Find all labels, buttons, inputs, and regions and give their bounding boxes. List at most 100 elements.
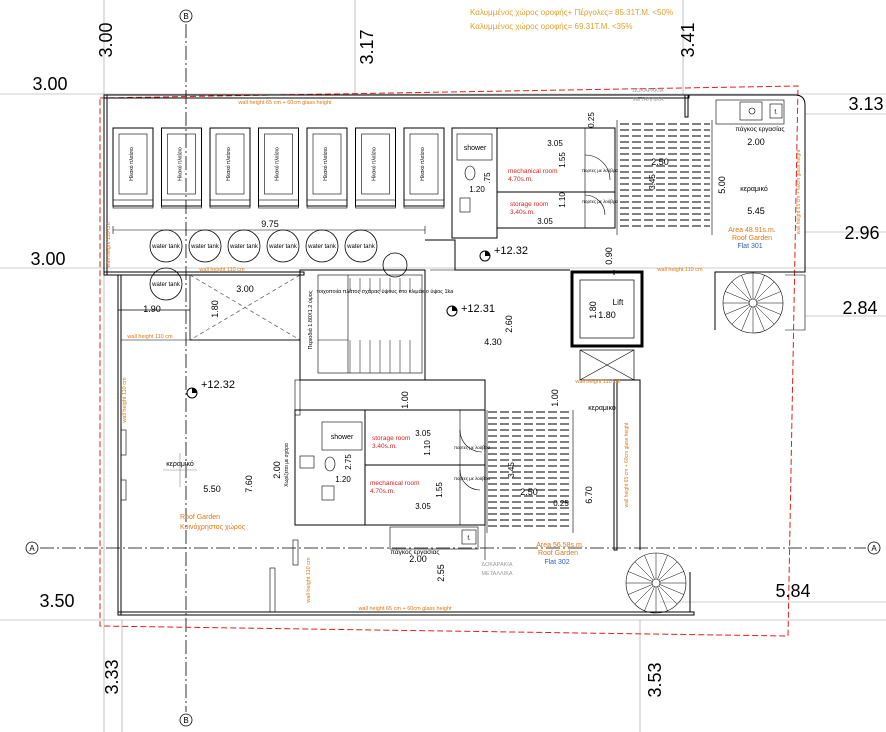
mech-lower-area: 4.70s.m.: [370, 488, 395, 495]
pergola-upper-flat: Flat 301: [737, 243, 762, 250]
pergola-lower-flat: Flat 302: [544, 559, 569, 566]
dim-top-mid: 3.17: [357, 29, 377, 64]
water-tank: water tank: [149, 229, 183, 263]
wc-lower-dim-2-75: 2.75: [344, 454, 353, 470]
pergola-upper-roof-garden: Roof Garden: [732, 235, 772, 242]
dim-1-80-pergola: 1.80: [210, 300, 220, 318]
lower-left-dim-2-00: 2.00: [272, 461, 282, 479]
wall-height-110-upper: wall height 110 cm: [198, 267, 245, 273]
spiral-tread: [731, 305, 751, 325]
spiral-tread: [628, 571, 653, 582]
spiral-tread: [754, 306, 765, 331]
water-tank: water tank: [266, 229, 300, 263]
pergola-lower-ceramic: κεραμικό: [588, 404, 616, 412]
legend-line-1: Καλυμμένος χώρος οροφής+ Πέργολες= 85.31…: [470, 8, 674, 17]
spiral-tread: [634, 585, 654, 605]
spiral-tread: [658, 585, 678, 605]
mech-upper-dim-3-05-top: 3.05: [547, 139, 563, 148]
solar-panel-label: Ηλιακό πλαίσιο: [322, 147, 329, 181]
water-tank-label: water tank: [346, 244, 376, 250]
pergola-lower-slats: [486, 410, 574, 533]
pergola-lower-roof-garden: Roof Garden: [538, 550, 578, 557]
solar-panel: Ηλιακό πλαίσιο: [161, 127, 202, 209]
mech-lower-dim-1-10: 1.10: [423, 440, 432, 456]
legend: Καλυμμένος χώρος οροφής+ Πέργολες= 85.31…: [470, 6, 673, 34]
pergola-upper-wall-height: wall height 65 cm + 60cm glass height: [796, 149, 802, 234]
solar-panel-label: Ηλιακό πλαίσιο: [274, 147, 281, 181]
wall-height-core: wall height 110 cm: [656, 267, 703, 273]
pergola-lower-area: Area 56.58s.m.: [536, 542, 584, 549]
spiral-tread: [628, 584, 653, 595]
pergola-lower-sink: f.: [467, 536, 471, 542]
pergola-upper-ceramic: κεραμικό: [740, 185, 768, 193]
property-boundary: [99, 85, 799, 637]
outer-walls: [103, 94, 806, 616]
solar-panel: Ηλιακό πλαίσιο: [403, 127, 445, 209]
water-tank: water tank: [305, 229, 339, 263]
lower-left-garden: [120, 339, 301, 613]
solar-panels: Ηλιακό πλαίσιο Ηλιακό πλαίσιο Ηλιακό πλαίσ…: [112, 127, 445, 209]
dim-bottom-mid: 3.53: [645, 662, 665, 697]
lower-left-dim-7-60: 7.60: [244, 475, 254, 493]
dim-1-90: 1.90: [143, 304, 161, 314]
roof-drain-icon: [382, 252, 408, 278]
pergola-upper-area: Area 48.91s.m.: [728, 227, 776, 234]
pergola-upper-dim-2-00: 2.00: [747, 137, 765, 147]
dim-3-00-pergola: 3.00: [236, 284, 254, 294]
level-mark-b: [446, 305, 458, 317]
dim-4-30: 4.30: [484, 337, 502, 347]
pergola-upper-frame: [715, 99, 785, 125]
storage-lower-area: 3.40s.m.: [372, 443, 397, 450]
level-mark-a: [479, 250, 491, 262]
water-tank-label: water tank: [190, 244, 220, 250]
water-tank: water tank: [149, 267, 183, 301]
pergola-upper-slats: [616, 120, 713, 235]
pergola-lower-dim-2-55: 2.55: [436, 564, 446, 582]
spiral-tread: [657, 555, 668, 580]
lift-shaft: [570, 270, 644, 381]
dim-0-90: 0.90: [604, 247, 614, 265]
mech-upper-door-b: πορτες με λούβρα: [582, 198, 618, 204]
pergola-lower-washing: πάγκος εργασίας: [390, 548, 439, 556]
stair-treads: [349, 278, 411, 373]
wall-height-top: wall height 65 cm + 60cm glass height: [237, 100, 332, 106]
pergola-lower-dim-2-00: 2.00: [409, 554, 427, 564]
lower-left-ceramic: κεραμικό: [166, 460, 194, 468]
pergola-upper-washing: πάγκος εργασίας: [735, 125, 784, 133]
spiral-tread: [725, 304, 750, 315]
mech-lower-door-a: πορτες με λούβρα: [454, 444, 490, 450]
solar-panel-label: Ηλιακό πλαίσιο: [225, 147, 232, 181]
wc-lower-shower: shower: [331, 434, 354, 441]
spiral-tread: [659, 571, 684, 582]
spiral-tread: [741, 275, 752, 300]
pergola-lower-wall-height-top: wall height 110 cm: [574, 379, 621, 385]
grid-axis-a: [25, 541, 881, 555]
level-mark-c-label: +12.32: [201, 379, 235, 391]
spiral-tread: [659, 584, 684, 595]
dim-right-upper: 3.13: [848, 94, 883, 114]
pergola-lower-wall-height-right: wall height 65 cm + 60cm glass height: [624, 422, 630, 507]
water-tank: water tank: [188, 229, 222, 263]
spiral-tread: [657, 586, 668, 611]
spiral-tread: [756, 291, 781, 302]
mech-upper-dim-0-25: 0.25: [587, 112, 596, 128]
pergola-lower-beams-1: ΔΟΚΑΡΑΚΙΑ: [482, 562, 513, 568]
stair-note: τοιχοποιία πλάτος σχάρας ύψους στο κλιμά…: [317, 288, 455, 295]
mech-upper-label: mechanical room: [508, 168, 558, 175]
spiral-tread: [644, 555, 655, 580]
lower-left-common: Κοινόχρηστος χώρος: [180, 523, 246, 531]
solar-panel: Ηλιακό πλαίσιο: [258, 127, 299, 209]
wc-lower-dim-1-20: 1.20: [335, 475, 351, 484]
spiral-stair-upper: [722, 272, 806, 334]
mech-upper-area: 4.70s.m.: [508, 176, 533, 183]
pergola-upper-beams-1: ΔΟΚΑΡΑΚΙΑ: [633, 88, 664, 94]
dim-bottom-left: 3.33: [102, 659, 122, 694]
mech-lower-door-b: πορτες με λούβρα: [454, 475, 490, 481]
lift-height: 1.80: [588, 301, 598, 319]
pergola-lower-frame: [389, 410, 486, 560]
pergola-lower-dim-1-00: 1.00: [550, 389, 560, 407]
axis-b-label-bottom: B: [183, 716, 188, 725]
pergola-upper-beams-2: ΜΕΤΑΛΛΙΚΑ: [632, 97, 663, 103]
